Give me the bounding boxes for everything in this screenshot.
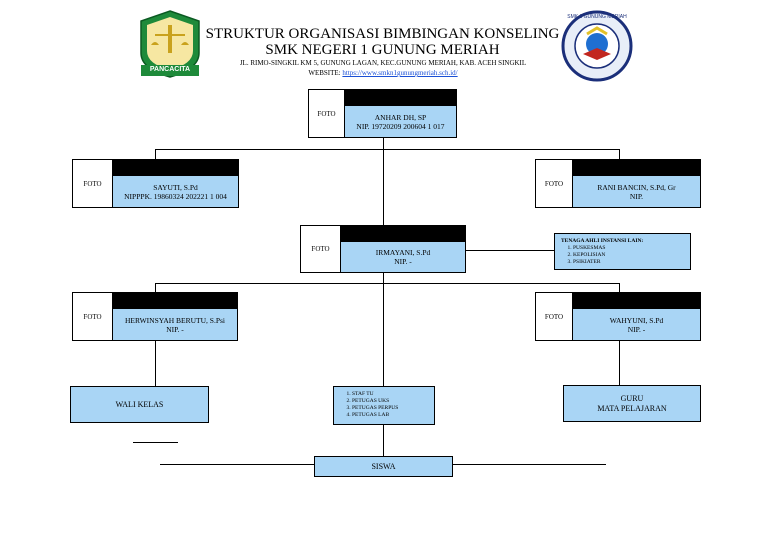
person-nip: NIPPPK. 19860324 202221 1 004 bbox=[124, 191, 227, 201]
name-header-bar bbox=[112, 159, 239, 175]
node-wahyuni: FOTO WAHYUNI, S.Pd NIP. - bbox=[535, 292, 702, 342]
info-box: HERWINSYAH BERUTU, S.Psi NIP. - bbox=[112, 308, 238, 341]
info-box: ANHAR DH, SP NIP. 19720209 200604 1 017 bbox=[344, 105, 457, 138]
photo-placeholder: FOTO bbox=[535, 159, 573, 208]
node-sayuti: FOTO SAYUTI, S.Pd NIPPPK. 19860324 20222… bbox=[72, 159, 240, 209]
connector-wahyuni-guru bbox=[619, 341, 620, 385]
tenaga-ahli-box: TENAGA AHLI INSTANSI LAIN: PUSKESMAS KEP… bbox=[554, 233, 691, 270]
photo-placeholder: FOTO bbox=[72, 292, 113, 341]
connector-top-vertical bbox=[383, 138, 384, 226]
photo-placeholder: FOTO bbox=[72, 159, 113, 208]
node-herwinsyah: FOTO HERWINSYAH BERUTU, S.Psi NIP. - bbox=[72, 292, 239, 342]
wali-kelas-box: WALI KELAS bbox=[70, 386, 209, 423]
info-box: SAYUTI, S.Pd NIPPPK. 19860324 202221 1 0… bbox=[112, 175, 239, 208]
guru-box: GURU MATA PELAJARAN bbox=[563, 385, 701, 422]
guru-label-line1: GURU bbox=[620, 393, 644, 403]
right-logo: SMK 1 GUNUNG MERIAH bbox=[561, 10, 633, 82]
connector-top-horizontal bbox=[155, 149, 620, 150]
connector-staf-siswa bbox=[383, 424, 384, 456]
list-item: PUSKESMAS bbox=[573, 245, 684, 252]
person-nip: NIP. bbox=[629, 191, 644, 201]
name-header-bar bbox=[344, 89, 457, 105]
list-item: STAF TU bbox=[352, 391, 428, 398]
name-header-bar bbox=[340, 225, 466, 241]
tenaga-ahli-title: TENAGA AHLI INSTANSI LAIN: bbox=[561, 238, 644, 244]
node-anhar: FOTO ANHAR DH, SP NIP. 19720209 200604 1… bbox=[308, 89, 458, 139]
connector-siswa-right bbox=[452, 464, 606, 465]
wali-kelas-label: WALI KELAS bbox=[115, 399, 164, 409]
photo-placeholder: FOTO bbox=[308, 89, 345, 138]
photo-placeholder: FOTO bbox=[535, 292, 573, 341]
tenaga-ahli-list: PUSKESMAS KEPOLISIAN PSIKIATER bbox=[561, 245, 684, 266]
person-nip: NIP. 19720209 200604 1 017 bbox=[356, 121, 445, 131]
person-name: SAYUTI, S.Pd bbox=[153, 182, 198, 192]
list-item: PETUGAS PERPUS bbox=[352, 405, 428, 412]
connector-herwinsyah-wali bbox=[155, 341, 156, 386]
siswa-label: SISWA bbox=[371, 461, 396, 471]
connector-mid-left-drop bbox=[155, 283, 156, 293]
name-header-bar bbox=[572, 159, 701, 175]
info-box: IRMAYANI, S.Pd NIP. - bbox=[340, 241, 466, 273]
list-item: KEPOLISIAN bbox=[573, 252, 684, 259]
person-name: IRMAYANI, S.Pd bbox=[375, 248, 431, 257]
person-nip: NIP. - bbox=[394, 257, 412, 266]
person-name: WAHYUNI, S.Pd bbox=[609, 315, 664, 325]
info-box: RANI BANCIN, S.Pd, Gr NIP. bbox=[572, 175, 701, 208]
name-header-bar bbox=[112, 292, 238, 308]
node-rani: FOTO RANI BANCIN, S.Pd, Gr NIP. bbox=[535, 159, 702, 209]
staf-box: STAF TU PETUGAS UKS PETUGAS PERPUS PETUG… bbox=[333, 386, 435, 425]
siswa-box: SISWA bbox=[314, 456, 453, 477]
connector-mid-horizontal bbox=[155, 283, 620, 284]
info-box: WAHYUNI, S.Pd NIP. - bbox=[572, 308, 701, 341]
person-name: HERWINSYAH BERUTU, S.Psi bbox=[124, 315, 225, 325]
page-title-line1: STRUKTUR ORGANISASI BIMBINGAN KONSELING bbox=[205, 26, 560, 42]
page-title-line2: SMK NEGERI 1 GUNUNG MERIAH bbox=[265, 42, 500, 58]
connector-mid-right-drop bbox=[619, 283, 620, 293]
school-website: WEBSITE: https://www.smkn1gunungmeriah.s… bbox=[200, 69, 566, 77]
list-item: PETUGAS UKS bbox=[352, 398, 428, 405]
connector-tenaga-ahli bbox=[466, 250, 554, 251]
website-label: WEBSITE: bbox=[308, 69, 343, 77]
connector-right-drop bbox=[619, 149, 620, 159]
left-logo-text: PANCACITA bbox=[149, 66, 191, 73]
connector-mid-vertical bbox=[383, 273, 384, 386]
person-nip: NIP. - bbox=[166, 324, 184, 334]
person-name: ANHAR DH, SP bbox=[374, 112, 427, 122]
school-address: JL. RIMO-SINGKIL KM 5, GUNUNG LAGAN, KEC… bbox=[239, 59, 527, 67]
connector-left-short bbox=[133, 442, 178, 443]
guru-label-line2: MATA PELAJARAN bbox=[597, 403, 667, 413]
photo-placeholder: FOTO bbox=[300, 225, 341, 273]
right-logo-text: SMK 1 GUNUNG MERIAH bbox=[567, 14, 627, 20]
left-logo: PANCACITA bbox=[137, 9, 203, 79]
website-link[interactable]: https://www.smkn1gunungmeriah.sch.id/ bbox=[342, 69, 458, 77]
list-item: PSIKIATER bbox=[573, 259, 684, 266]
list-item: PETUGAS LAB bbox=[352, 412, 428, 419]
person-nip: NIP. - bbox=[627, 324, 646, 334]
staf-list: STAF TU PETUGAS UKS PETUGAS PERPUS PETUG… bbox=[340, 391, 428, 419]
node-irmayani: FOTO IRMAYANI, S.Pd NIP. - bbox=[300, 225, 467, 274]
connector-siswa-left bbox=[160, 464, 314, 465]
person-name: RANI BANCIN, S.Pd, Gr bbox=[597, 182, 676, 192]
connector-left-drop bbox=[155, 149, 156, 159]
name-header-bar bbox=[572, 292, 701, 308]
